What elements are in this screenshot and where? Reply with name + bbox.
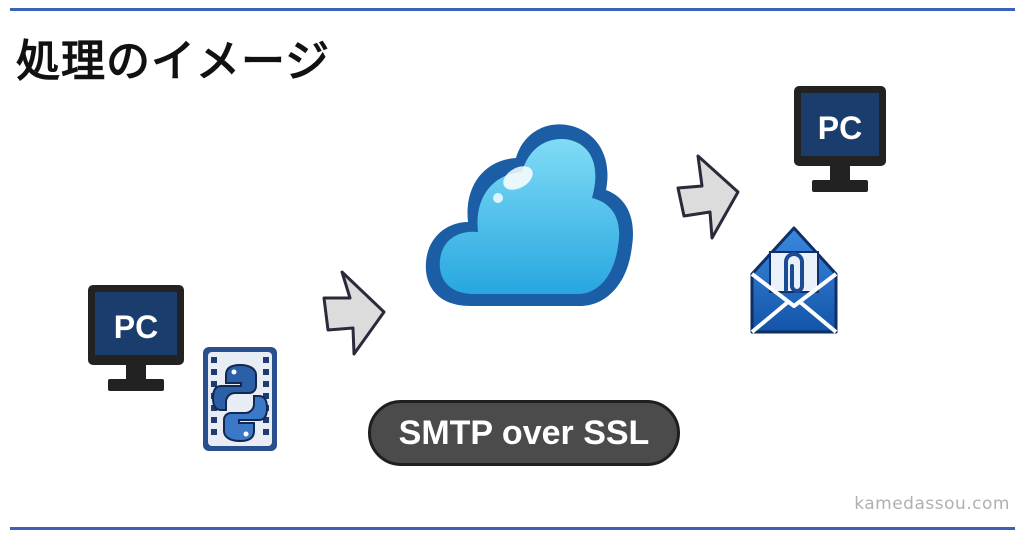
arrow-to-cloud-icon [322, 270, 386, 356]
left-pc-label: PC [114, 309, 158, 345]
top-divider [10, 8, 1015, 11]
right-pc-monitor-icon: PC [794, 86, 886, 192]
arrow-from-cloud-icon [676, 154, 740, 240]
protocol-label: SMTP over SSL [368, 400, 680, 466]
right-pc-label: PC [818, 110, 862, 146]
mail-attachment-icon [750, 226, 838, 334]
cloud-icon [425, 124, 633, 306]
site-watermark: kamedassou.com [854, 494, 1010, 514]
bottom-divider [10, 527, 1015, 530]
left-pc-monitor-icon: PC [88, 285, 184, 391]
python-icon [203, 347, 277, 451]
page-title: 処理のイメージ [16, 36, 331, 87]
